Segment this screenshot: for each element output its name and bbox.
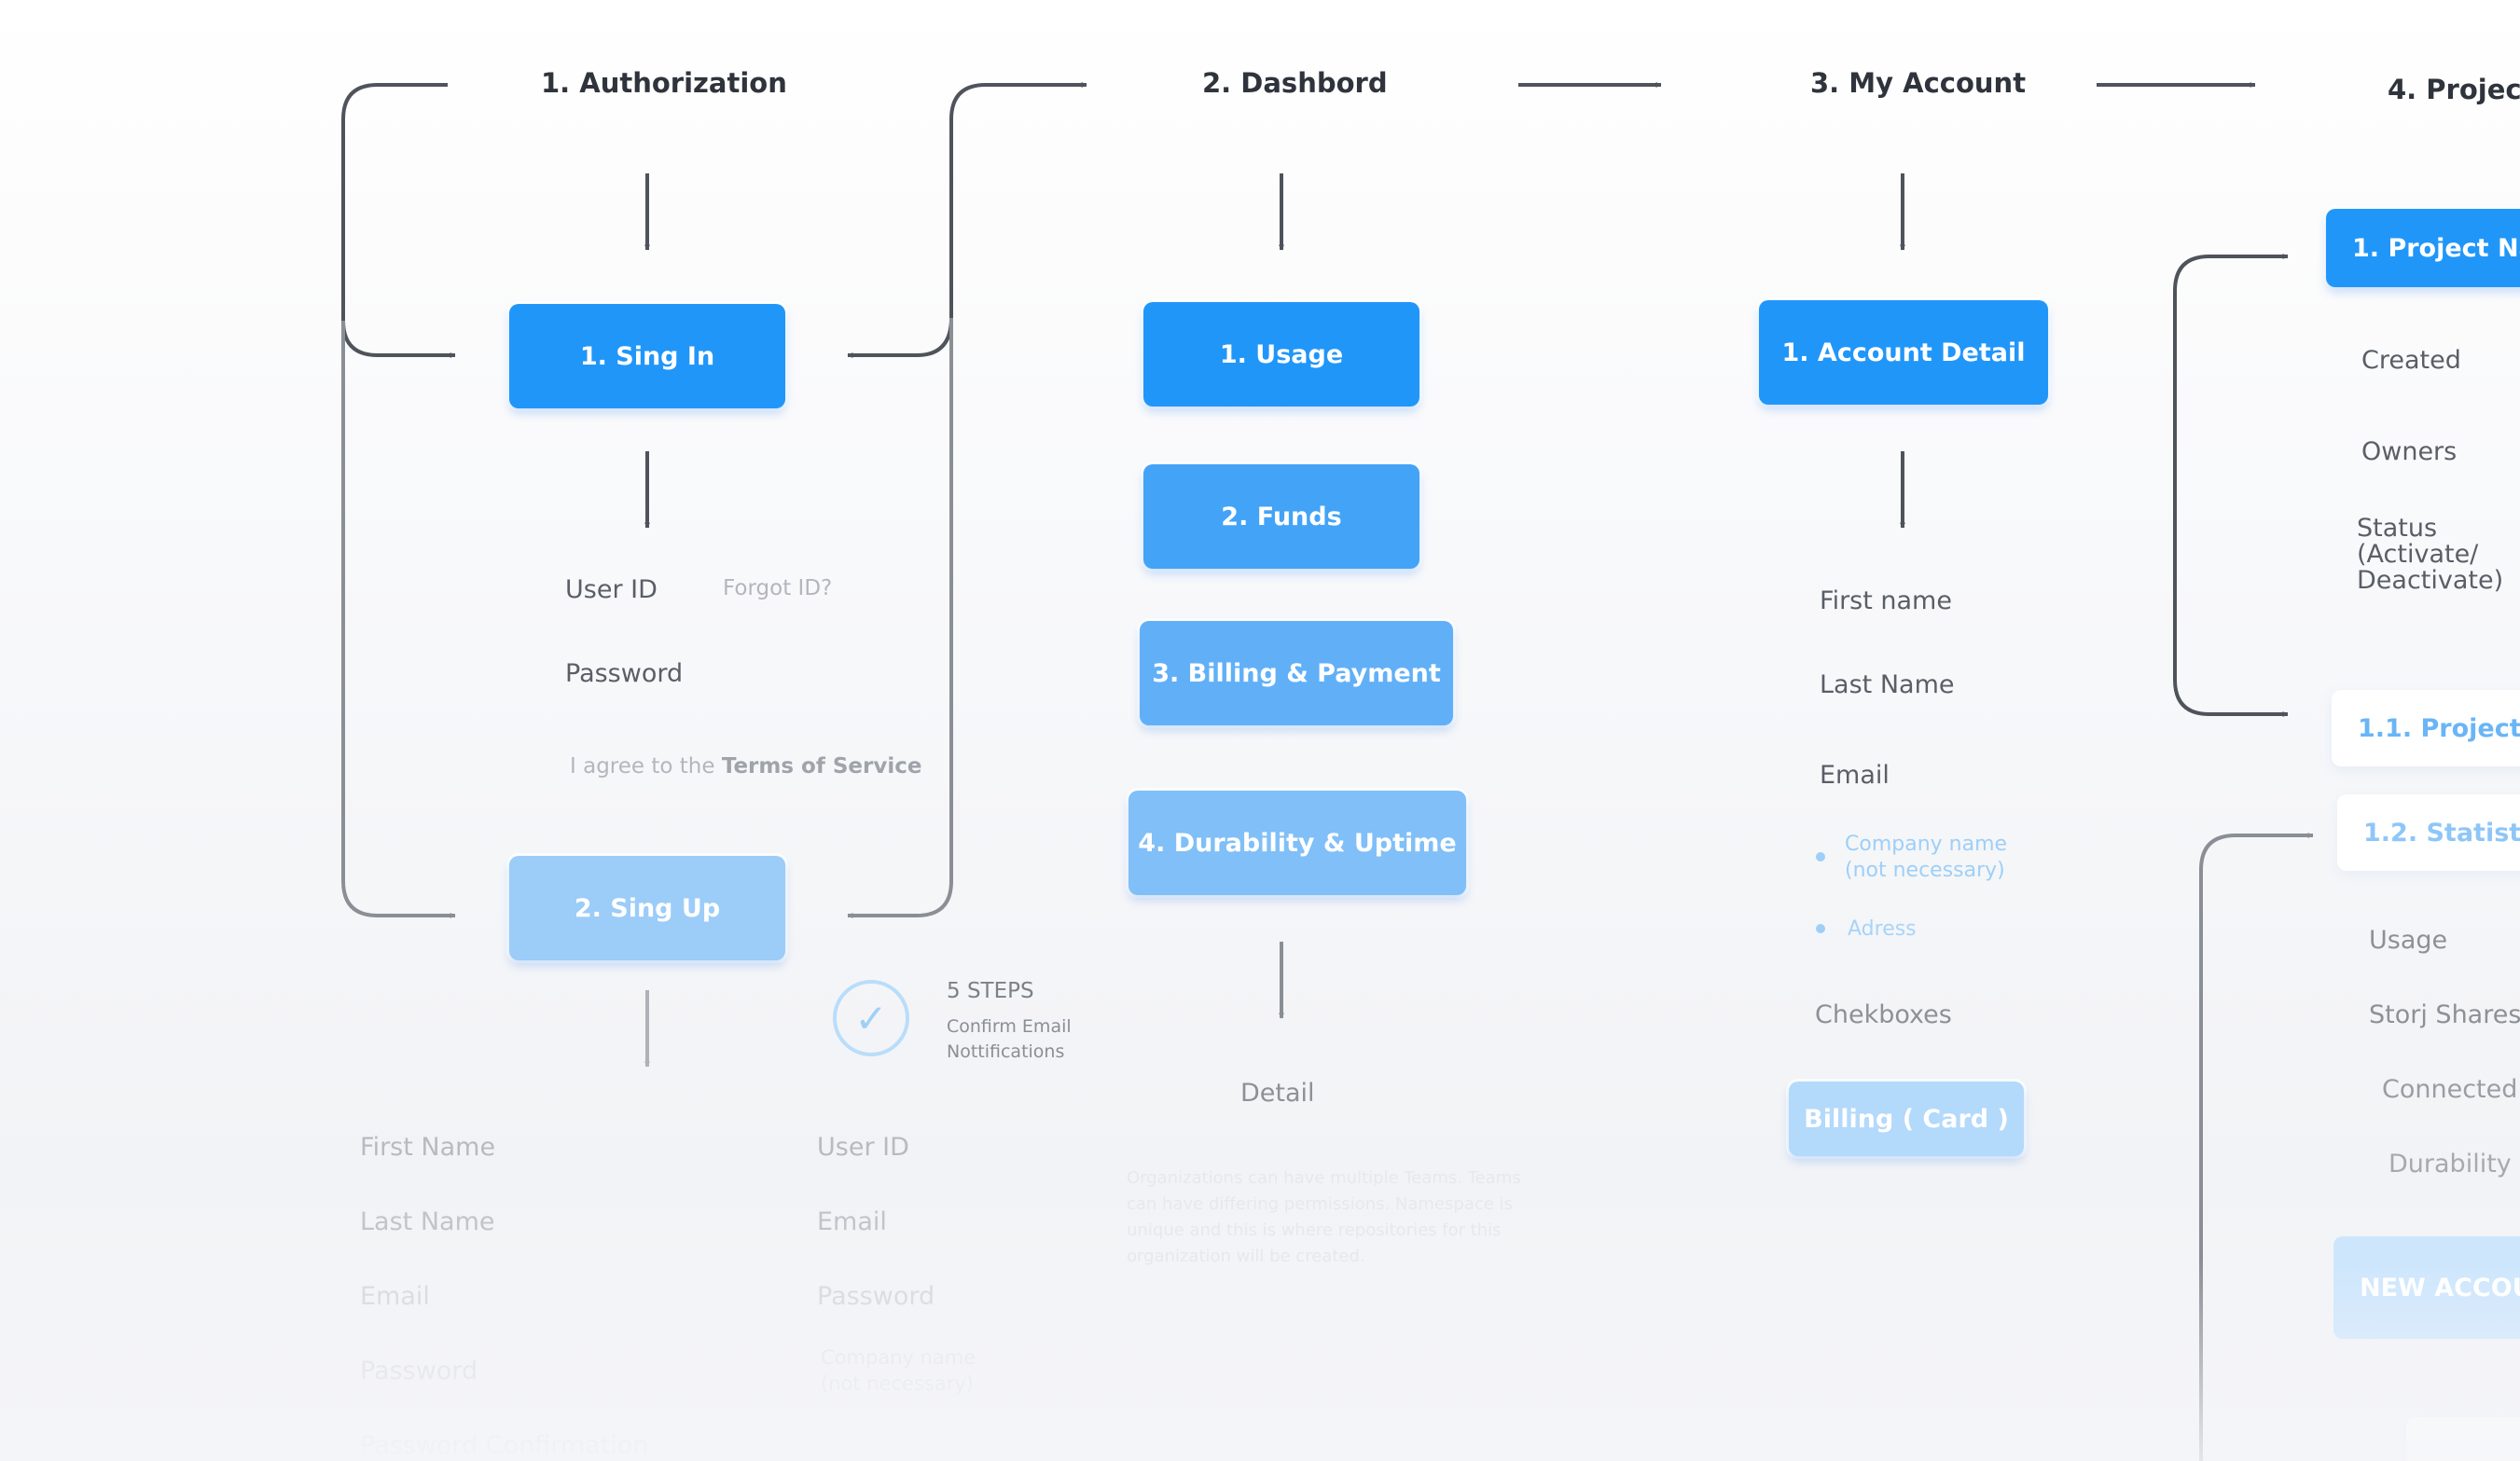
signup-user-id: User ID <box>817 1133 909 1162</box>
steps-notifications: Nottifications <box>947 1041 1065 1062</box>
signup-email-right: Email <box>817 1207 887 1236</box>
email-label: Email <box>1820 761 1890 790</box>
address-label: Adress <box>1848 917 1917 941</box>
project-info-node[interactable]: 1.1. Project Info <box>2332 690 2520 766</box>
stats-durability-label: Durability & Uptime <box>2388 1150 2520 1178</box>
project-created-label: Created <box>2361 346 2461 375</box>
note-line: Organizations can have multiple Teams. T… <box>1127 1168 1521 1188</box>
statistics-node[interactable]: 1.2. Statistics <box>2337 794 2520 871</box>
company-note-label: (not necessary) <box>1845 859 2005 882</box>
project-status-deactivate: Deactivate) <box>2357 566 2504 595</box>
billing-payment-node[interactable]: 3. Billing & Payment <box>1140 621 1453 725</box>
dashboard-bracket-signin <box>847 317 953 358</box>
durability-uptime-node[interactable]: 4. Durability & Uptime <box>1128 791 1466 895</box>
signup-company-note: (not necessary) <box>821 1372 974 1395</box>
auth-left-bracket-lower <box>341 321 456 918</box>
first-name-label: First name <box>1820 586 1952 615</box>
signup-password-confirmation: Password Confirmation <box>360 1431 649 1460</box>
note-line: can have differing permissions. Namespac… <box>1127 1194 1513 1214</box>
header-projects: 4. Projects <box>2388 74 2520 105</box>
signup-email: Email <box>360 1282 430 1311</box>
faded-card <box>2406 1417 2520 1461</box>
signup-company-name: Company name <box>821 1346 976 1369</box>
note-line: organization will be created. <box>1127 1247 1365 1266</box>
dashboard-detail-label: Detail <box>1240 1079 1315 1108</box>
dashboard-note: Organizations can have multiple Teams. T… <box>1127 1165 1537 1270</box>
signup-password: Password <box>360 1357 478 1385</box>
header-my-account: 3. My Account <box>1810 67 2027 99</box>
forgot-id-link[interactable]: Forgot ID? <box>723 576 833 600</box>
user-id-label: User ID <box>565 575 658 604</box>
last-name-label: Last Name <box>1820 670 1955 699</box>
projects-stats-bracket <box>2199 833 2314 1461</box>
auth-left-bracket <box>341 83 456 358</box>
stats-storj-shares-label: Storj Shares <box>2369 1000 2520 1029</box>
signup-first-name: First Name <box>360 1133 496 1162</box>
project-status-activate: (Activate/ <box>2357 540 2479 569</box>
signup-last-name: Last Name <box>360 1207 495 1236</box>
stats-usage-label: Usage <box>2369 926 2448 955</box>
agree-text: I agree to the <box>570 754 715 779</box>
header-authorization: 1. Authorization <box>541 67 787 99</box>
project-name-node[interactable]: 1. Project Name <box>2326 209 2520 287</box>
checkboxes-label: Chekboxes <box>1815 1000 1952 1029</box>
projects-bracket-top <box>2173 254 2289 662</box>
company-name-label: Company name <box>1845 833 2008 856</box>
note-line: unique and this is where repositories fo… <box>1127 1220 1502 1240</box>
steps-confirm-email: Confirm Email <box>947 1016 1072 1037</box>
password-label: Password <box>565 659 684 688</box>
header-dashboard: 2. Dashbord <box>1202 67 1388 99</box>
bullet-dot-icon <box>1816 852 1825 861</box>
bullet-dot-icon <box>1816 924 1825 933</box>
steps-title: 5 STEPS <box>947 979 1034 1003</box>
sign-up-node[interactable]: 2. Sing Up <box>509 856 785 960</box>
new-account-button[interactable]: NEW ACCOUNT <box>2333 1236 2520 1339</box>
terms-agreement: I agree to the Terms of Service <box>570 756 921 778</box>
project-status-label: Status <box>2357 514 2438 543</box>
dashboard-bracket-signup <box>847 318 953 918</box>
account-detail-node[interactable]: 1. Account Detail <box>1759 300 2048 405</box>
stats-connected-label: Connected <box>2382 1075 2518 1104</box>
funds-node[interactable]: 2. Funds <box>1143 464 1419 569</box>
sign-in-node[interactable]: 1. Sing In <box>509 304 785 408</box>
billing-card-node[interactable]: Billing ( Card ) <box>1789 1082 2024 1156</box>
terms-of-service-link[interactable]: Terms of Service <box>721 754 922 779</box>
check-circle-icon: ✓ <box>833 980 909 1056</box>
signup-password-right: Password <box>817 1282 935 1311</box>
project-owners-label: Owners <box>2361 437 2458 466</box>
usage-node[interactable]: 1. Usage <box>1143 302 1419 407</box>
dashboard-bracket-top <box>949 82 1087 318</box>
projects-bracket-info <box>2173 662 2289 717</box>
